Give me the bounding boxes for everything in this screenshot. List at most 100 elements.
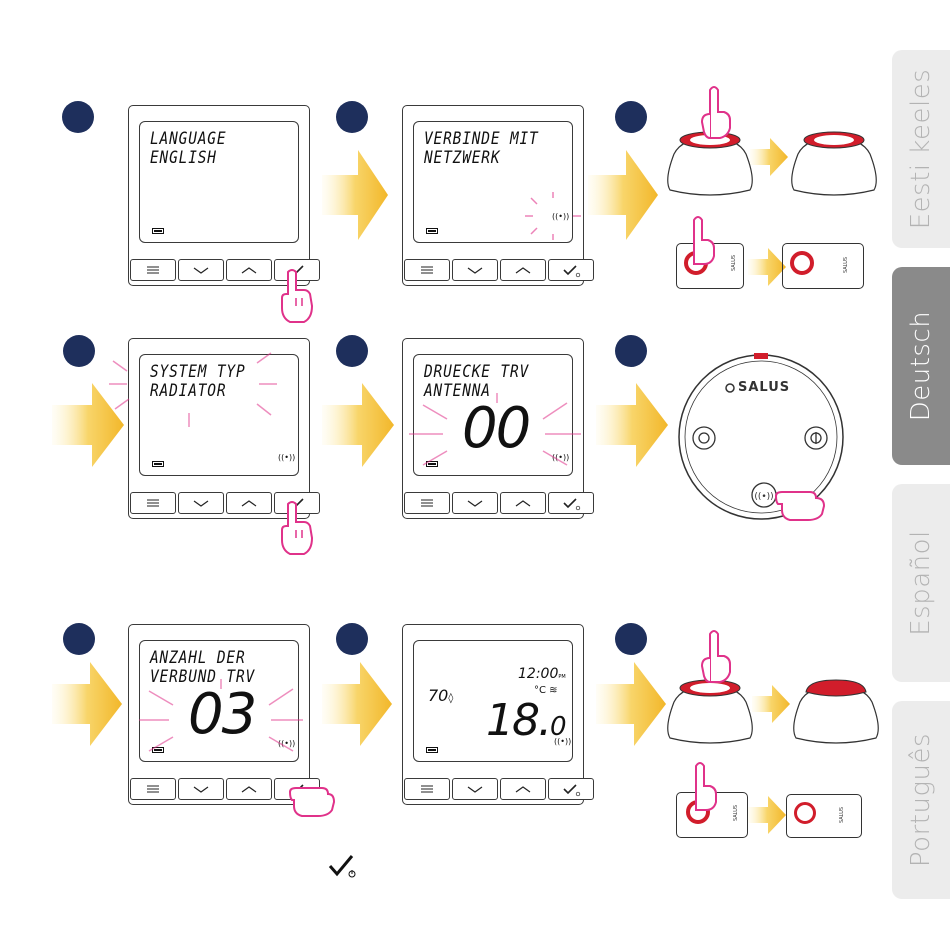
lcd-line-1: ANZAHL DER [150,649,246,668]
thermostat-step-7: ANZAHL DER VERBUND TRV 03 ((•)) [128,624,310,805]
pointing-hand-icon [278,268,318,324]
lcd-screen: LANGUAGE ENGLISH [139,121,299,243]
arrow-right-icon [596,383,668,467]
chevron-down-icon [179,260,223,280]
chevron-up-icon [227,493,271,513]
step-marker-7 [63,623,95,655]
up-button[interactable] [500,259,546,281]
battery-icon [152,228,164,234]
tab-label: Español [906,530,936,636]
lcd-line-1: VERBINDE MIT [424,130,539,149]
lcd-line-2: ENGLISH [150,149,217,168]
pointing-hand-icon [774,476,828,522]
tab-eesti[interactable]: Eesti keeles [892,50,950,248]
drop-icon: ◊ [448,693,453,704]
check-power-icon [549,260,593,280]
arrow-right-icon [588,150,658,240]
pointing-hand-icon [288,778,338,818]
clock-time: 12:00 [518,666,558,682]
chevron-down-icon [453,779,497,799]
arrow-right-icon [748,248,786,286]
check-power-button[interactable] [548,259,594,281]
trv-button-red[interactable] [794,802,816,824]
tab-deutsch[interactable]: Deutsch [892,267,950,465]
check-power-icon [328,852,360,880]
down-button[interactable] [178,492,224,514]
tab-label: Português [906,733,936,867]
tab-portugues[interactable]: Português [892,701,950,899]
lcd-line-1: DRUECKE TRV [424,363,529,382]
down-button[interactable] [178,259,224,281]
chevron-down-icon [179,779,223,799]
thermostat-step-8: 12:00PM °C ≋ 70◊ 18.0 ((•)) [402,624,584,805]
chevron-up-icon [227,779,271,799]
check-power-button[interactable] [548,492,594,514]
chevron-up-icon [501,493,545,513]
step-marker-2 [336,101,368,133]
menu-icon [131,493,175,513]
brand-label: SALUS [733,805,739,821]
humidity-value: 70 [428,686,448,705]
step-marker-1 [62,101,94,133]
battery-icon [152,461,164,467]
menu-icon [405,260,449,280]
chevron-up-icon [227,260,271,280]
up-button[interactable] [226,492,272,514]
heating-icon: ≋ [549,685,557,696]
down-button[interactable] [452,778,498,800]
brand-logo: SALUS [738,380,790,395]
step-marker-9 [615,623,647,655]
arrow-right-icon [322,150,388,240]
clock-ampm: PM [558,674,565,680]
arrow-right-icon [748,796,786,834]
blink-rays [523,192,583,240]
trv-head [788,668,884,746]
menu-button[interactable] [404,492,450,514]
tab-label: Deutsch [906,311,936,422]
menu-icon [131,779,175,799]
menu-icon [131,260,175,280]
lcd-line-2: NETZWERK [424,149,500,168]
wireless-icon: ((•)) [554,737,571,746]
arrow-right-icon [322,383,394,467]
arrow-right-icon [322,662,392,746]
down-button[interactable] [452,492,498,514]
arrow-right-icon [52,662,122,746]
temperature-main: 18. [486,695,550,746]
battery-icon [426,747,438,753]
check-power-icon [549,493,593,513]
menu-button[interactable] [130,259,176,281]
chevron-down-icon [453,493,497,513]
up-button[interactable] [226,778,272,800]
check-power-button[interactable] [548,778,594,800]
down-button[interactable] [178,778,224,800]
chevron-up-icon [501,260,545,280]
menu-button[interactable] [404,259,450,281]
tab-espanol[interactable]: Español [892,484,950,682]
step-marker-5 [336,335,368,367]
lcd-screen: 12:00PM °C ≋ 70◊ 18.0 ((•)) [413,640,573,762]
trv-button-red[interactable] [790,251,814,275]
up-button[interactable] [500,778,546,800]
brand-label: SALUS [839,807,845,823]
step-marker-6 [615,335,647,367]
menu-button[interactable] [404,778,450,800]
step-marker-4 [63,335,95,367]
up-button[interactable] [226,259,272,281]
pointing-hand-icon [278,500,318,556]
check-power-icon [549,779,593,799]
brand-label: SALUS [843,257,849,273]
blink-rays [129,675,311,765]
lcd-line-1: LANGUAGE [150,130,226,149]
menu-button[interactable] [130,778,176,800]
thermostat-step-2: VERBINDE MIT NETZWERK ((•)) [402,105,584,286]
up-button[interactable] [500,492,546,514]
menu-button[interactable] [130,492,176,514]
arrow-right-icon [596,662,666,746]
down-button[interactable] [452,259,498,281]
step-marker-8 [336,623,368,655]
thermostat-buttons [403,778,582,802]
blink-rays [109,349,279,429]
brand-label: SALUS [731,255,737,271]
trv-head [786,120,882,198]
